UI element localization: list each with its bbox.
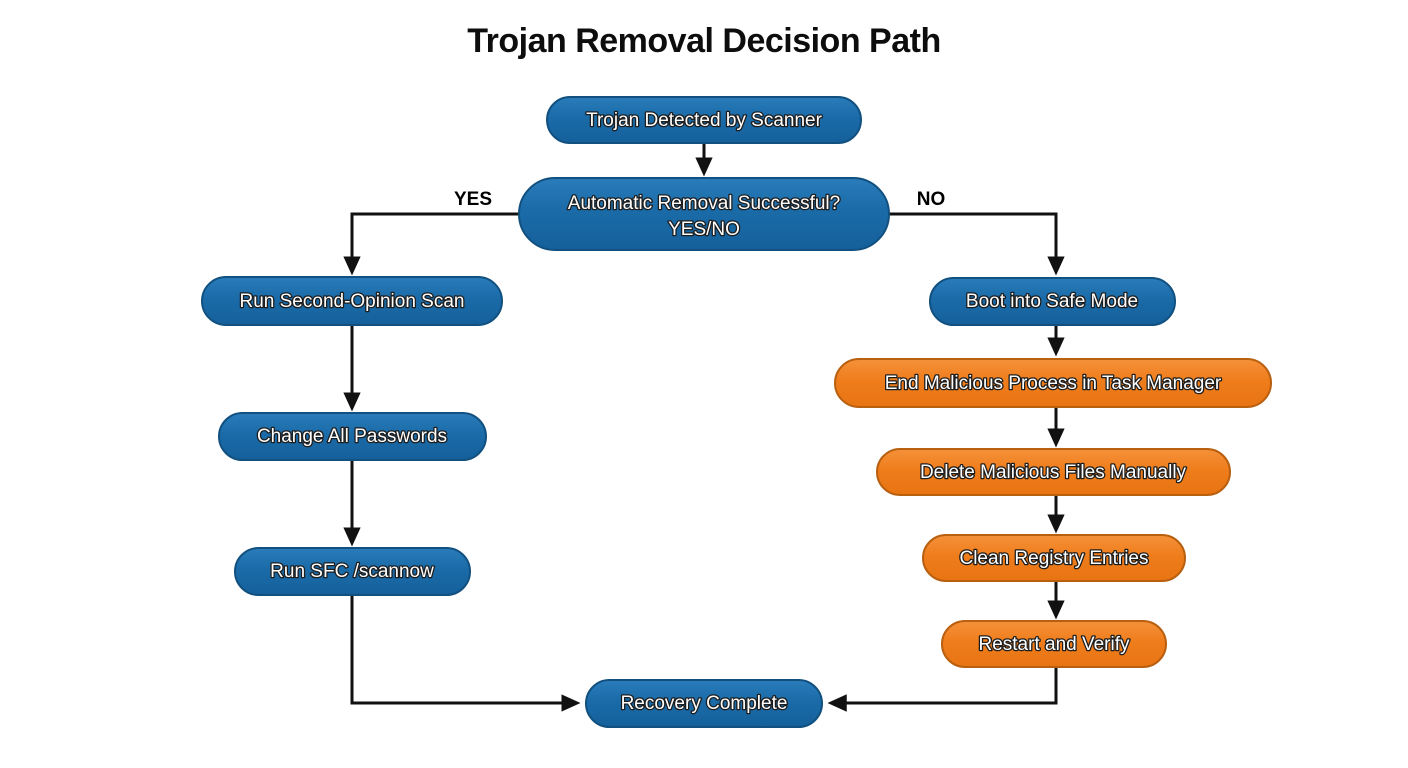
node-start[interactable]: Trojan Detected by Scanner [546,96,862,144]
node-run-second-opinion-scan[interactable]: Run Second-Opinion Scan [201,276,503,326]
edge-decision-no-to-right1 [888,212,1065,276]
node-left1-shape[interactable] [201,276,503,326]
node-decision-label-line1: Automatic Removal Successful? [568,193,840,214]
node-run-sfc-scannow[interactable]: Run SFC /scannow [234,547,471,596]
node-clean-registry-entries[interactable]: Clean Registry Entries [922,534,1186,582]
node-right4-shape[interactable] [922,534,1186,582]
branch-label-no: NO [917,189,946,210]
node-right3-label: Delete Malicious Files Manually [920,462,1187,483]
edge-decision-yes-to-left1 [343,212,520,276]
node-decision-label-line2: YES/NO [668,219,740,240]
node-end-malicious-process[interactable]: End Malicious Process in Task Manager [834,358,1272,408]
node-left2-label: Change All Passwords [257,426,447,447]
node-right1-shape[interactable] [929,277,1176,326]
node-boot-into-safe-mode[interactable]: Boot into Safe Mode [929,277,1176,326]
branch-label-yes: YES [454,189,492,210]
node-left3-shape[interactable] [234,547,471,596]
edge-right5-to-end [827,667,1058,712]
node-delete-malicious-files[interactable]: Delete Malicious Files Manually [876,448,1231,496]
node-right3-shape[interactable] [876,448,1231,496]
edge-left3-to-end [350,595,581,712]
node-left3-label: Run SFC /scannow [270,561,434,582]
node-change-all-passwords[interactable]: Change All Passwords [218,412,487,461]
node-left2-shape[interactable] [218,412,487,461]
node-end-label: Recovery Complete [621,693,788,714]
node-decision-shape[interactable] [518,177,890,251]
node-right5-shape[interactable] [941,620,1167,668]
node-end-shape[interactable] [585,679,823,728]
node-right1-label: Boot into Safe Mode [966,291,1138,312]
node-decision[interactable]: Automatic Removal Successful? YES/NO [518,177,890,251]
node-right5-label: Restart and Verify [978,634,1130,655]
node-start-shape[interactable] [546,96,862,144]
page-title: Trojan Removal Decision Path [467,22,941,60]
node-right2-shape[interactable] [834,358,1272,408]
node-recovery-complete[interactable]: Recovery Complete [585,679,823,728]
node-start-label: Trojan Detected by Scanner [586,110,823,131]
node-right2-label: End Malicious Process in Task Manager [885,373,1222,394]
node-right4-label: Clean Registry Entries [959,548,1148,569]
node-left1-label: Run Second-Opinion Scan [240,291,465,312]
edges-group [343,143,1065,712]
node-restart-and-verify[interactable]: Restart and Verify [941,620,1167,668]
